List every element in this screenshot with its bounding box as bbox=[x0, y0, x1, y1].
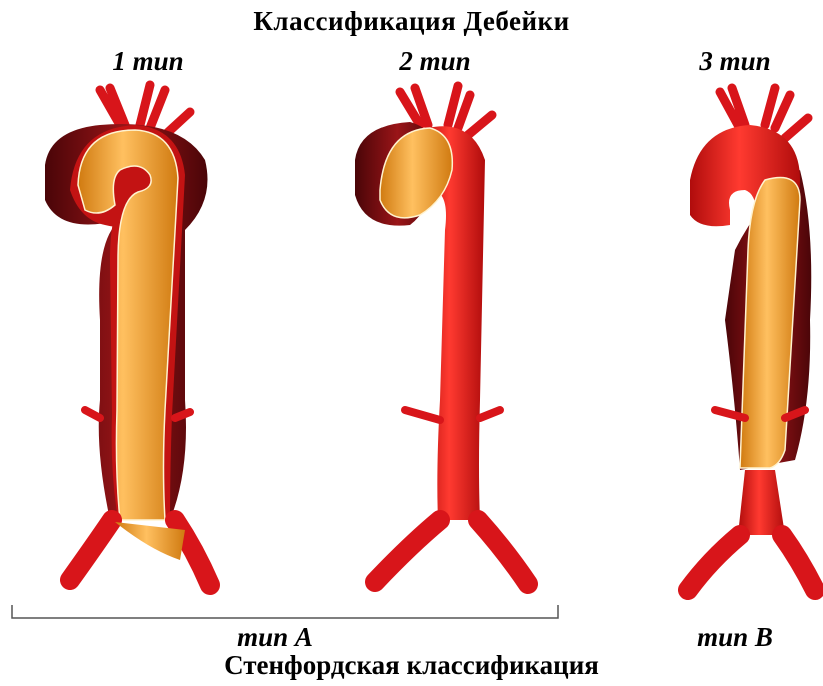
aorta-type-1 bbox=[45, 85, 210, 585]
aorta-type-3 bbox=[688, 88, 815, 590]
stanford-type-a-label: тип А bbox=[195, 622, 355, 653]
type-a-bracket bbox=[12, 605, 558, 618]
stanford-title: Стенфордская классификация bbox=[0, 650, 823, 681]
stanford-type-b-label: тип В bbox=[655, 622, 815, 653]
aorta-type-2 bbox=[355, 86, 528, 584]
